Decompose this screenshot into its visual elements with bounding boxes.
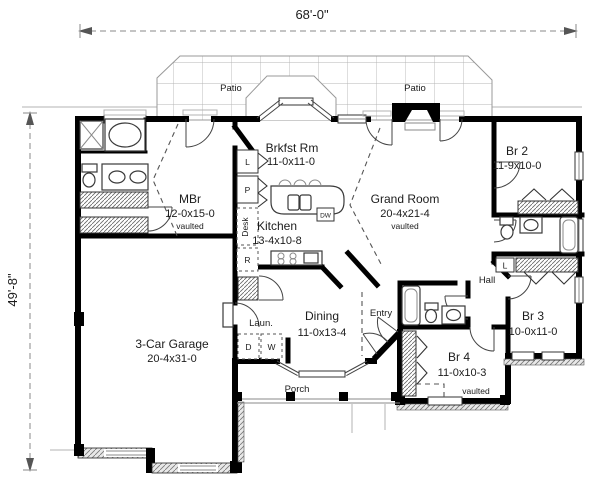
mbr-note: vaulted (176, 221, 204, 231)
garage-size: 20-4x31-0 (147, 353, 197, 365)
garage-name: 3-Car Garage (135, 337, 209, 351)
dimension-lines: 68'-0" 49'-8" (5, 7, 582, 472)
dimension-height-label: 49'-8" (5, 273, 20, 307)
br3-size: 10-0x11-0 (509, 326, 558, 338)
br3-wardrobe (515, 257, 579, 273)
hall-bath-toilet (499, 216, 514, 226)
exterior-walls (74, 116, 585, 474)
label-br4: Br 4 11-0x10-3 vaulted (438, 350, 490, 396)
mbr-size: 12-0x15-0 (165, 208, 215, 220)
entry-label: Entry (370, 308, 392, 319)
pantry (236, 175, 259, 204)
kitchen-fixtures: DW (270, 179, 345, 266)
washer-label: W (267, 342, 275, 352)
dimension-width-label: 68'-0" (295, 7, 329, 22)
kitchen-size: 13-4x10-8 (252, 235, 302, 247)
mbr-closet-2 (79, 216, 149, 234)
br4-bath-tub (401, 285, 421, 326)
br2-wardrobe (517, 200, 579, 215)
fireplace (392, 103, 440, 131)
kitchen-name: Kitchen (257, 219, 297, 233)
patio-right-label: Patio (404, 83, 426, 94)
label-brkfst: Brkfst Rm 11-0x11-0 (266, 141, 319, 168)
refrigerator (236, 247, 259, 272)
br2-size: 11-9x10-0 (493, 160, 542, 172)
refrigerator-label: R (244, 255, 250, 265)
vault-lines (152, 123, 445, 397)
laundry-appliances: D W (237, 333, 283, 360)
br4-wardrobe (401, 330, 417, 397)
dryer (237, 333, 260, 360)
closets: L (79, 188, 579, 397)
patio-left-label: Patio (220, 83, 242, 94)
brkfst-name: Brkfst Rm (266, 141, 319, 155)
dishwasher (316, 207, 335, 222)
kitchen-linen-closet (236, 149, 259, 174)
br2-name: Br 2 (506, 144, 528, 158)
kitchen-sink (287, 194, 300, 211)
dining-size: 11-0x13-4 (298, 327, 347, 339)
grand-size: 20-4x21-4 (380, 208, 430, 220)
hall-bath-fixtures (499, 216, 579, 254)
mbr-closet-1 (79, 191, 149, 209)
br4-bath-fixtures (401, 285, 466, 326)
label-dining: Dining 11-0x13-4 (298, 309, 347, 339)
toilet (81, 163, 98, 173)
desk (236, 207, 259, 246)
windows (103, 97, 584, 406)
room-labels: MBr 12-0x15-0 vaulted Brkfst Rm 11-0x11-… (135, 141, 557, 396)
pantry-label: P (245, 185, 251, 195)
grand-name: Grand Room (371, 192, 440, 206)
master-bath-fixtures (79, 118, 149, 191)
brkfst-size: 11-0x11-0 (267, 156, 315, 168)
label-mbr: MBr 12-0x15-0 vaulted (165, 192, 215, 231)
laundry-closet (237, 276, 259, 301)
grand-note: vaulted (391, 221, 419, 231)
br3-name: Br 3 (522, 309, 544, 323)
porch (233, 392, 400, 433)
label-br3: Br 3 10-0x11-0 (509, 309, 558, 338)
hall-label: Hall (479, 275, 495, 286)
br4-note: vaulted (462, 386, 490, 396)
kitchen-wall-units: L P Desk R (236, 149, 269, 272)
dining-name: Dining (305, 309, 339, 323)
dishwasher-label: DW (320, 213, 332, 220)
br4-name: Br 4 (448, 350, 470, 364)
label-garage: 3-Car Garage 20-4x31-0 (135, 337, 209, 365)
label-grand-room: Grand Room 20-4x21-4 vaulted (371, 192, 440, 231)
hall-bath-tub (559, 216, 579, 254)
hall-linen-closet (495, 257, 515, 273)
label-br2: Br 2 11-9x10-0 (493, 144, 542, 172)
kitchen-linen-label: L (245, 157, 250, 167)
porch-label: Porch (285, 384, 310, 395)
mbr-name: MBr (179, 192, 201, 206)
br4-size: 11-0x10-3 (438, 367, 487, 379)
interior-walls (75, 116, 585, 364)
desk-label: Desk (240, 217, 250, 237)
hall-linen-label: L (503, 261, 508, 271)
dryer-label: D (245, 342, 251, 352)
laundry-label: Laun. (249, 318, 273, 329)
washer (260, 333, 283, 360)
label-kitchen: Kitchen 13-4x10-8 (252, 219, 302, 247)
